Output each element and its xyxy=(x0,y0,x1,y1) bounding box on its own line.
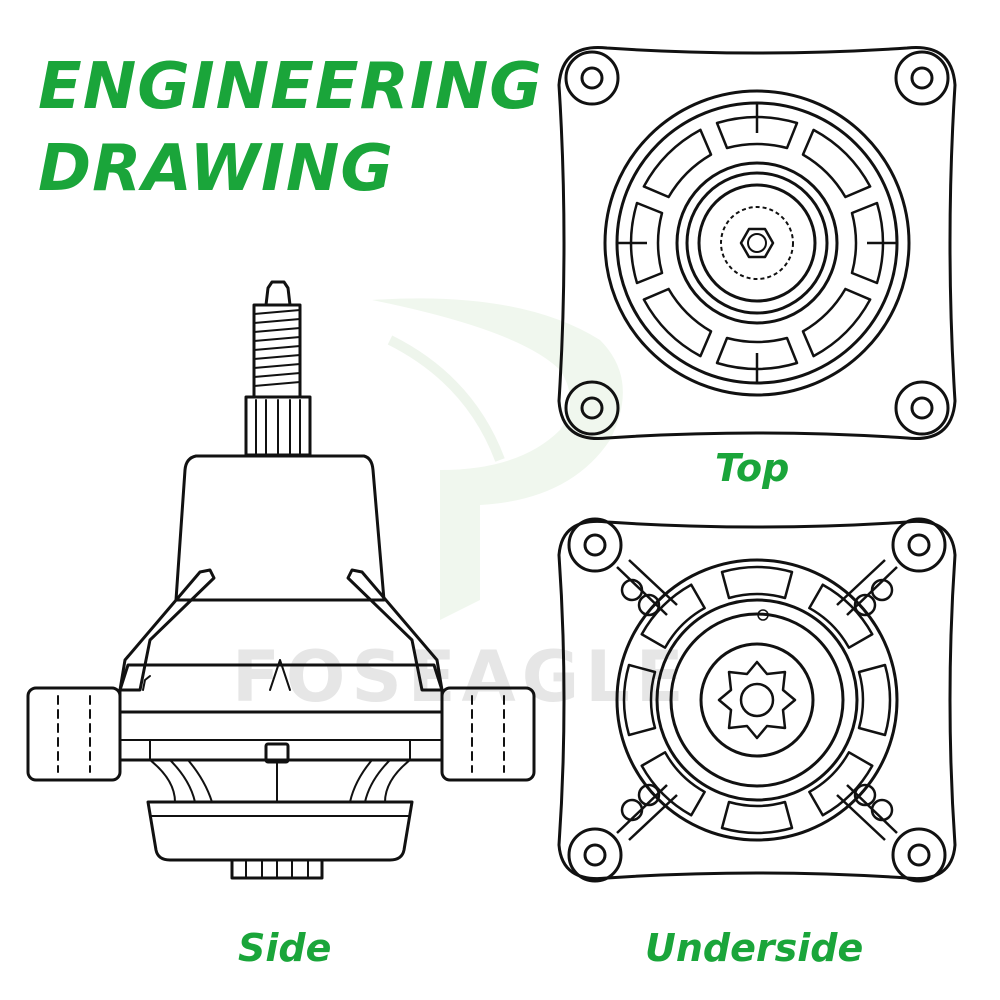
pulley xyxy=(146,800,414,862)
under-pulley-outer xyxy=(655,598,859,802)
top-mount-holes xyxy=(564,50,950,436)
page-title: ENGINEERING DRAWING xyxy=(38,46,543,210)
title-line-2: DRAWING xyxy=(38,132,394,206)
right-rib xyxy=(346,568,444,692)
title-line-1: ENGINEERING xyxy=(38,50,543,124)
top-flange-outline xyxy=(557,45,957,441)
under-mount-holes xyxy=(567,517,947,883)
label-side-view: Side xyxy=(238,926,332,970)
under-windows xyxy=(622,565,892,835)
left-rib xyxy=(118,568,216,692)
label-top-view: Top xyxy=(715,446,790,490)
label-underside-view: Underside xyxy=(645,926,864,970)
top-spline xyxy=(720,206,794,280)
watermark-text: FOSEAGLE xyxy=(232,636,690,718)
under-diagonal-ribs xyxy=(616,559,898,841)
lower-body xyxy=(118,710,444,762)
top-windows xyxy=(629,115,885,371)
under-star-nut xyxy=(717,660,797,740)
top-hex-nut xyxy=(739,227,775,259)
